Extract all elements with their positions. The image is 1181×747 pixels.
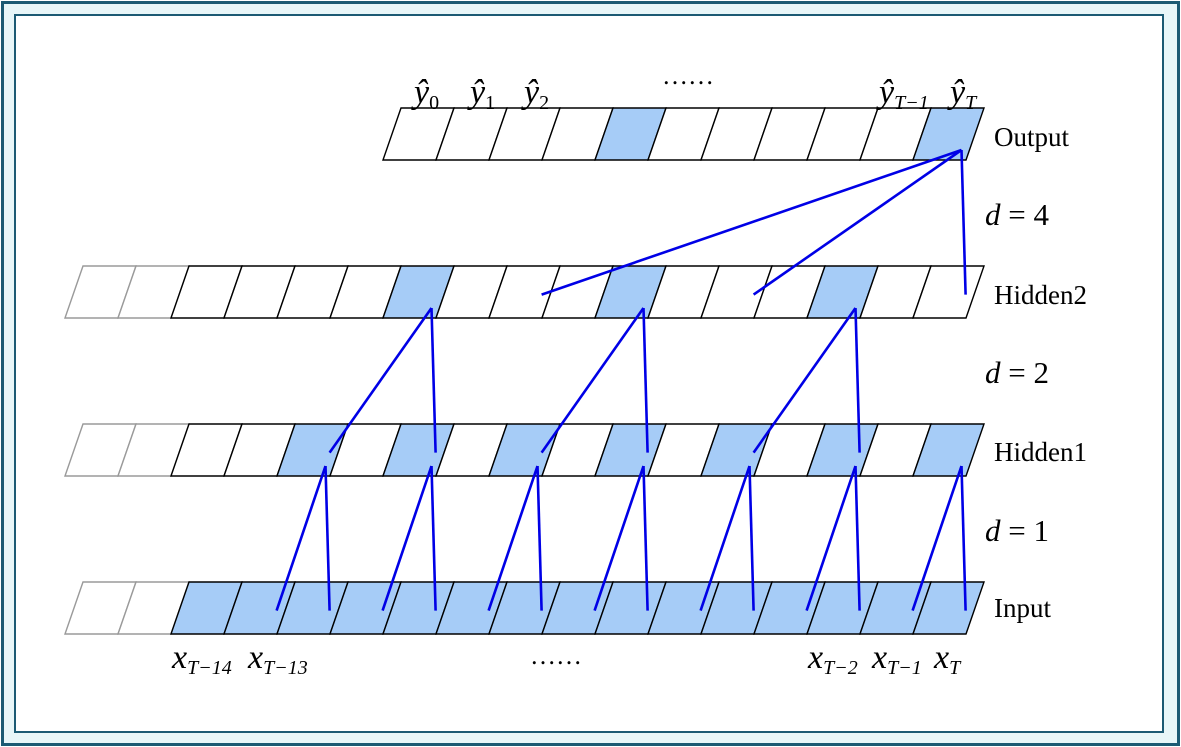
layer-label-output: Output bbox=[994, 122, 1070, 152]
connection-hidden1-12-to-input-12 bbox=[748, 465, 755, 611]
connection-hidden1-8-to-input-7 bbox=[487, 465, 539, 612]
input-label-xT: xT bbox=[933, 639, 962, 679]
connection-hidden1-8-to-input-8 bbox=[536, 465, 543, 611]
connection-hidden2-10-to-hidden1-8 bbox=[540, 307, 645, 454]
cell-hidden1-16 bbox=[912, 423, 985, 477]
connection-hidden1-4-to-input-4 bbox=[324, 465, 331, 611]
connection-hidden2-14-to-hidden1-12 bbox=[752, 307, 857, 454]
output-ellipsis: …… bbox=[662, 61, 714, 90]
input-label-xT-1: xT−1 bbox=[871, 639, 922, 679]
layer-label-hidden2: Hidden2 bbox=[994, 280, 1087, 310]
connection-hidden2-6-to-hidden1-6 bbox=[430, 307, 437, 453]
connection-hidden1-6-to-input-5 bbox=[381, 465, 433, 612]
connection-hidden1-10-to-input-9 bbox=[593, 465, 645, 612]
dilation-label-2: d = 2 bbox=[985, 355, 1049, 390]
connection-hidden2-6-to-hidden1-4 bbox=[328, 307, 433, 454]
input-label-xT-13: xT−13 bbox=[247, 639, 308, 679]
connection-hidden1-4-to-input-3 bbox=[275, 465, 327, 612]
dilation-label-1: d = 1 bbox=[985, 513, 1049, 548]
output-label-y2: ŷ2 bbox=[521, 74, 549, 114]
connection-output-16-to-hidden2-12 bbox=[752, 148, 963, 296]
output-label-yT-1: ŷT−1 bbox=[876, 74, 929, 114]
connection-hidden2-14-to-hidden1-14 bbox=[854, 307, 861, 453]
cells-group bbox=[64, 107, 985, 635]
connection-hidden1-16-to-input-15 bbox=[911, 465, 963, 612]
input-label-xT-2: xT−2 bbox=[807, 639, 858, 679]
connections-group bbox=[275, 148, 967, 612]
output-label-yT: ŷT bbox=[947, 74, 978, 114]
connection-hidden1-14-to-input-14 bbox=[854, 465, 861, 611]
connection-output-16-to-hidden2-8 bbox=[541, 148, 962, 296]
dilation-label-4: d = 4 bbox=[985, 197, 1049, 232]
connection-hidden1-12-to-input-11 bbox=[699, 465, 751, 612]
layer-label-input: Input bbox=[994, 593, 1051, 623]
connection-hidden1-16-to-input-16 bbox=[960, 465, 967, 611]
connection-hidden2-10-to-hidden1-10 bbox=[642, 307, 649, 453]
connection-output-16-to-hidden2-16 bbox=[960, 149, 967, 295]
connection-hidden1-10-to-input-10 bbox=[642, 465, 649, 611]
connection-hidden1-14-to-input-13 bbox=[805, 465, 857, 612]
layer-label-hidden1: Hidden1 bbox=[994, 437, 1087, 467]
output-label-y1: ŷ1 bbox=[467, 74, 495, 114]
connection-hidden1-6-to-input-6 bbox=[430, 465, 437, 611]
input-ellipsis: …… bbox=[530, 641, 582, 670]
output-label-y0: ŷ0 bbox=[411, 74, 439, 114]
input-label-xT-14: xT−14 bbox=[171, 639, 232, 679]
